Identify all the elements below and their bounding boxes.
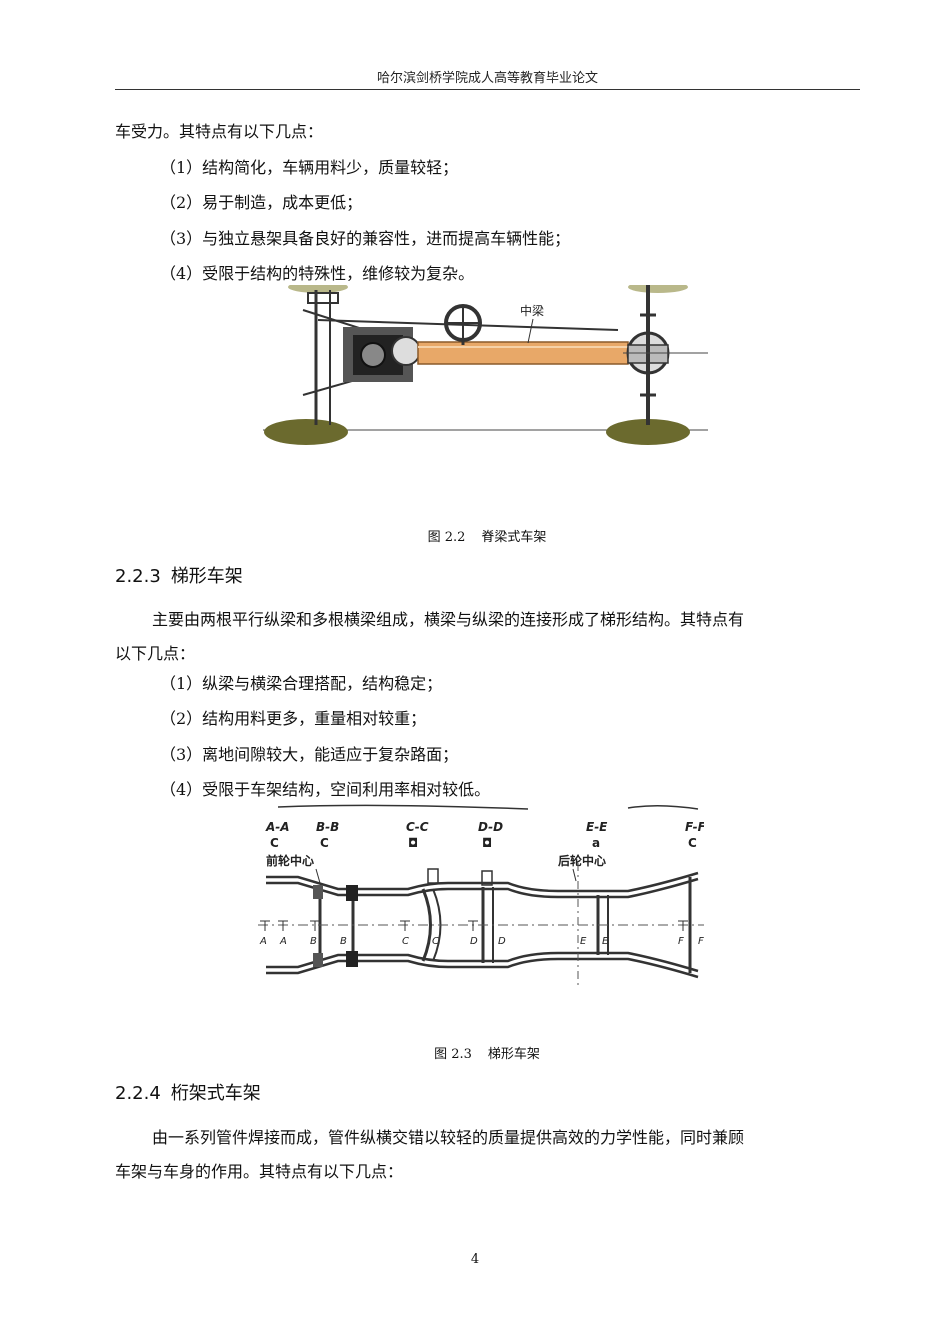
svg-text:◘: ◘ bbox=[482, 836, 492, 850]
svg-text:F: F bbox=[698, 936, 704, 947]
caption-number: 图 2.2 bbox=[427, 530, 466, 545]
svg-text:B: B bbox=[340, 936, 347, 947]
page-number: 4 bbox=[470, 1252, 480, 1267]
figure-backbone-frame: 中梁 bbox=[258, 281, 713, 465]
section-number: 2.2.4 bbox=[115, 1083, 161, 1104]
section-label: C-C bbox=[406, 820, 429, 834]
section-label: B-B bbox=[316, 820, 339, 834]
svg-text:E: E bbox=[580, 936, 587, 947]
svg-text:C: C bbox=[688, 836, 697, 850]
svg-text:C: C bbox=[320, 836, 329, 850]
svg-text:E: E bbox=[602, 936, 609, 947]
section-title: 桁架式车架 bbox=[170, 1083, 261, 1104]
section-title: 梯形车架 bbox=[170, 566, 243, 587]
rear-tire bbox=[606, 419, 690, 445]
svg-text:B: B bbox=[310, 936, 317, 947]
paragraph-tail: 车受力。其特点有以下几点： bbox=[115, 122, 324, 141]
list-item: （3）离地间隙较大，能适应于复杂路面； bbox=[160, 745, 459, 764]
paragraph-line: 以下几点： bbox=[115, 644, 196, 663]
ladder-frame-illustration: A-A B-B C-C D-D E-E F-F C C ◘ ◘ a C 前轮中心… bbox=[258, 804, 707, 985]
front-wheel-center-label: 前轮中心 bbox=[266, 853, 314, 868]
svg-text:◘: ◘ bbox=[408, 836, 418, 850]
header-rule bbox=[115, 89, 860, 90]
list-item: （2）结构用料更多，重量相对较重； bbox=[160, 709, 427, 728]
section-label: D-D bbox=[478, 820, 503, 834]
list-item: （1）结构简化，车辆用料少，质量较轻； bbox=[160, 158, 459, 177]
caption-number: 图 2.3 bbox=[434, 1047, 472, 1062]
section-heading: 2.2.4 桁架式车架 bbox=[115, 1083, 261, 1105]
paragraph-line: 由一系列管件焊接而成，管件纵横交错以较轻的质量提供高效的力学性能，同时兼顾 bbox=[152, 1128, 745, 1147]
section-label: A-A bbox=[265, 820, 290, 834]
svg-text:C: C bbox=[270, 836, 279, 850]
caption-text: 脊梁式车架 bbox=[481, 530, 547, 545]
svg-text:C: C bbox=[432, 936, 439, 947]
svg-text:A: A bbox=[279, 936, 287, 947]
list-item: （3）与独立悬架具备良好的兼容性，进而提高车辆性能； bbox=[160, 229, 571, 248]
svg-text:D: D bbox=[498, 936, 506, 947]
caption-text: 梯形车架 bbox=[487, 1047, 540, 1062]
svg-text:C: C bbox=[402, 936, 409, 947]
svg-text:D: D bbox=[470, 936, 478, 947]
list-item: （4）受限于车架结构，空间利用率相对较低。 bbox=[160, 780, 491, 799]
rear-wheel-center-label: 后轮中心 bbox=[558, 853, 606, 868]
backbone-frame-illustration: 中梁 bbox=[263, 281, 708, 445]
list-item: （4）受限于结构的特殊性，维修较为复杂。 bbox=[160, 264, 475, 283]
section-number: 2.2.3 bbox=[115, 566, 161, 587]
svg-text:F: F bbox=[678, 936, 684, 947]
paragraph-line: 主要由两根平行纵梁和多根横梁组成，横梁与纵梁的连接形成了梯形结构。其特点有 bbox=[152, 610, 745, 629]
svg-text:a: a bbox=[592, 836, 600, 850]
figure-caption: 图 2.2 脊梁式车架 bbox=[287, 526, 687, 545]
svg-text:A: A bbox=[259, 936, 267, 947]
central-beam bbox=[417, 341, 629, 365]
list-item: （1）纵梁与横梁合理搭配，结构稳定； bbox=[160, 674, 443, 693]
beam-label: 中梁 bbox=[520, 303, 544, 318]
section-label: F-F bbox=[685, 820, 704, 834]
figure-ladder-frame: A-A B-B C-C D-D E-E F-F C C ◘ ◘ a C 前轮中心… bbox=[258, 803, 707, 985]
front-tire bbox=[264, 419, 348, 445]
paragraph-line: 车架与车身的作用。其特点有以下几点： bbox=[115, 1162, 404, 1181]
section-heading: 2.2.3 梯形车架 bbox=[115, 566, 243, 588]
list-item: （2）易于制造，成本更低； bbox=[160, 193, 363, 212]
running-header: 哈尔滨剑桥学院成人高等教育毕业论文 bbox=[376, 71, 598, 86]
figure-caption: 图 2.3 梯形车架 bbox=[287, 1043, 687, 1062]
section-label: E-E bbox=[586, 820, 608, 834]
